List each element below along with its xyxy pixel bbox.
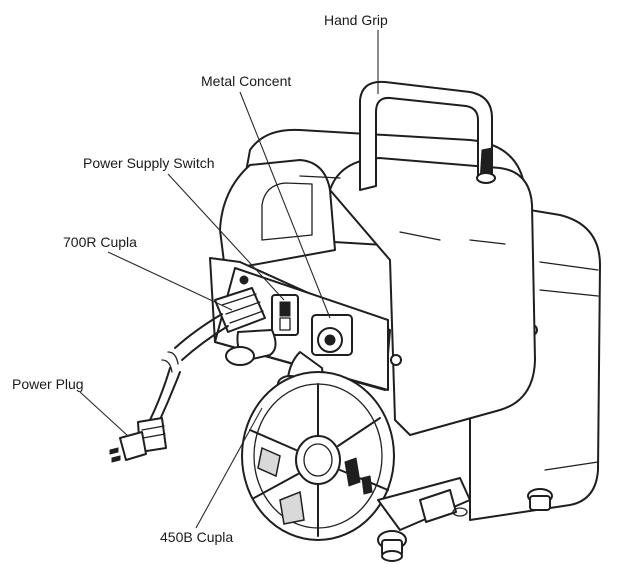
cupla-700r [214,287,277,366]
hand-grip [359,80,496,191]
power-plug [109,417,167,463]
leader-power-switch [167,173,285,301]
cupla-450b-label: 450B Cupla [160,529,234,545]
metal-concent [311,314,353,356]
metal-concent-label: Metal Concent [201,73,292,89]
hand-grip-label: Hand Grip [324,12,388,28]
cupla-700r-label: 700R Cupla [63,234,137,250]
power-plug-label: Power Plug [12,376,84,392]
leader-power-plug [79,391,129,437]
fan-cover [241,371,395,541]
leader-metal-concent [239,91,331,319]
power-supply-switch-label: Power Supply Switch [83,155,215,171]
power-supply-switch [271,294,299,336]
leader-lines [79,30,379,529]
base-feet [377,477,553,562]
leader-700r [107,251,233,311]
main-cover [219,128,536,436]
leader-450b [195,407,263,529]
